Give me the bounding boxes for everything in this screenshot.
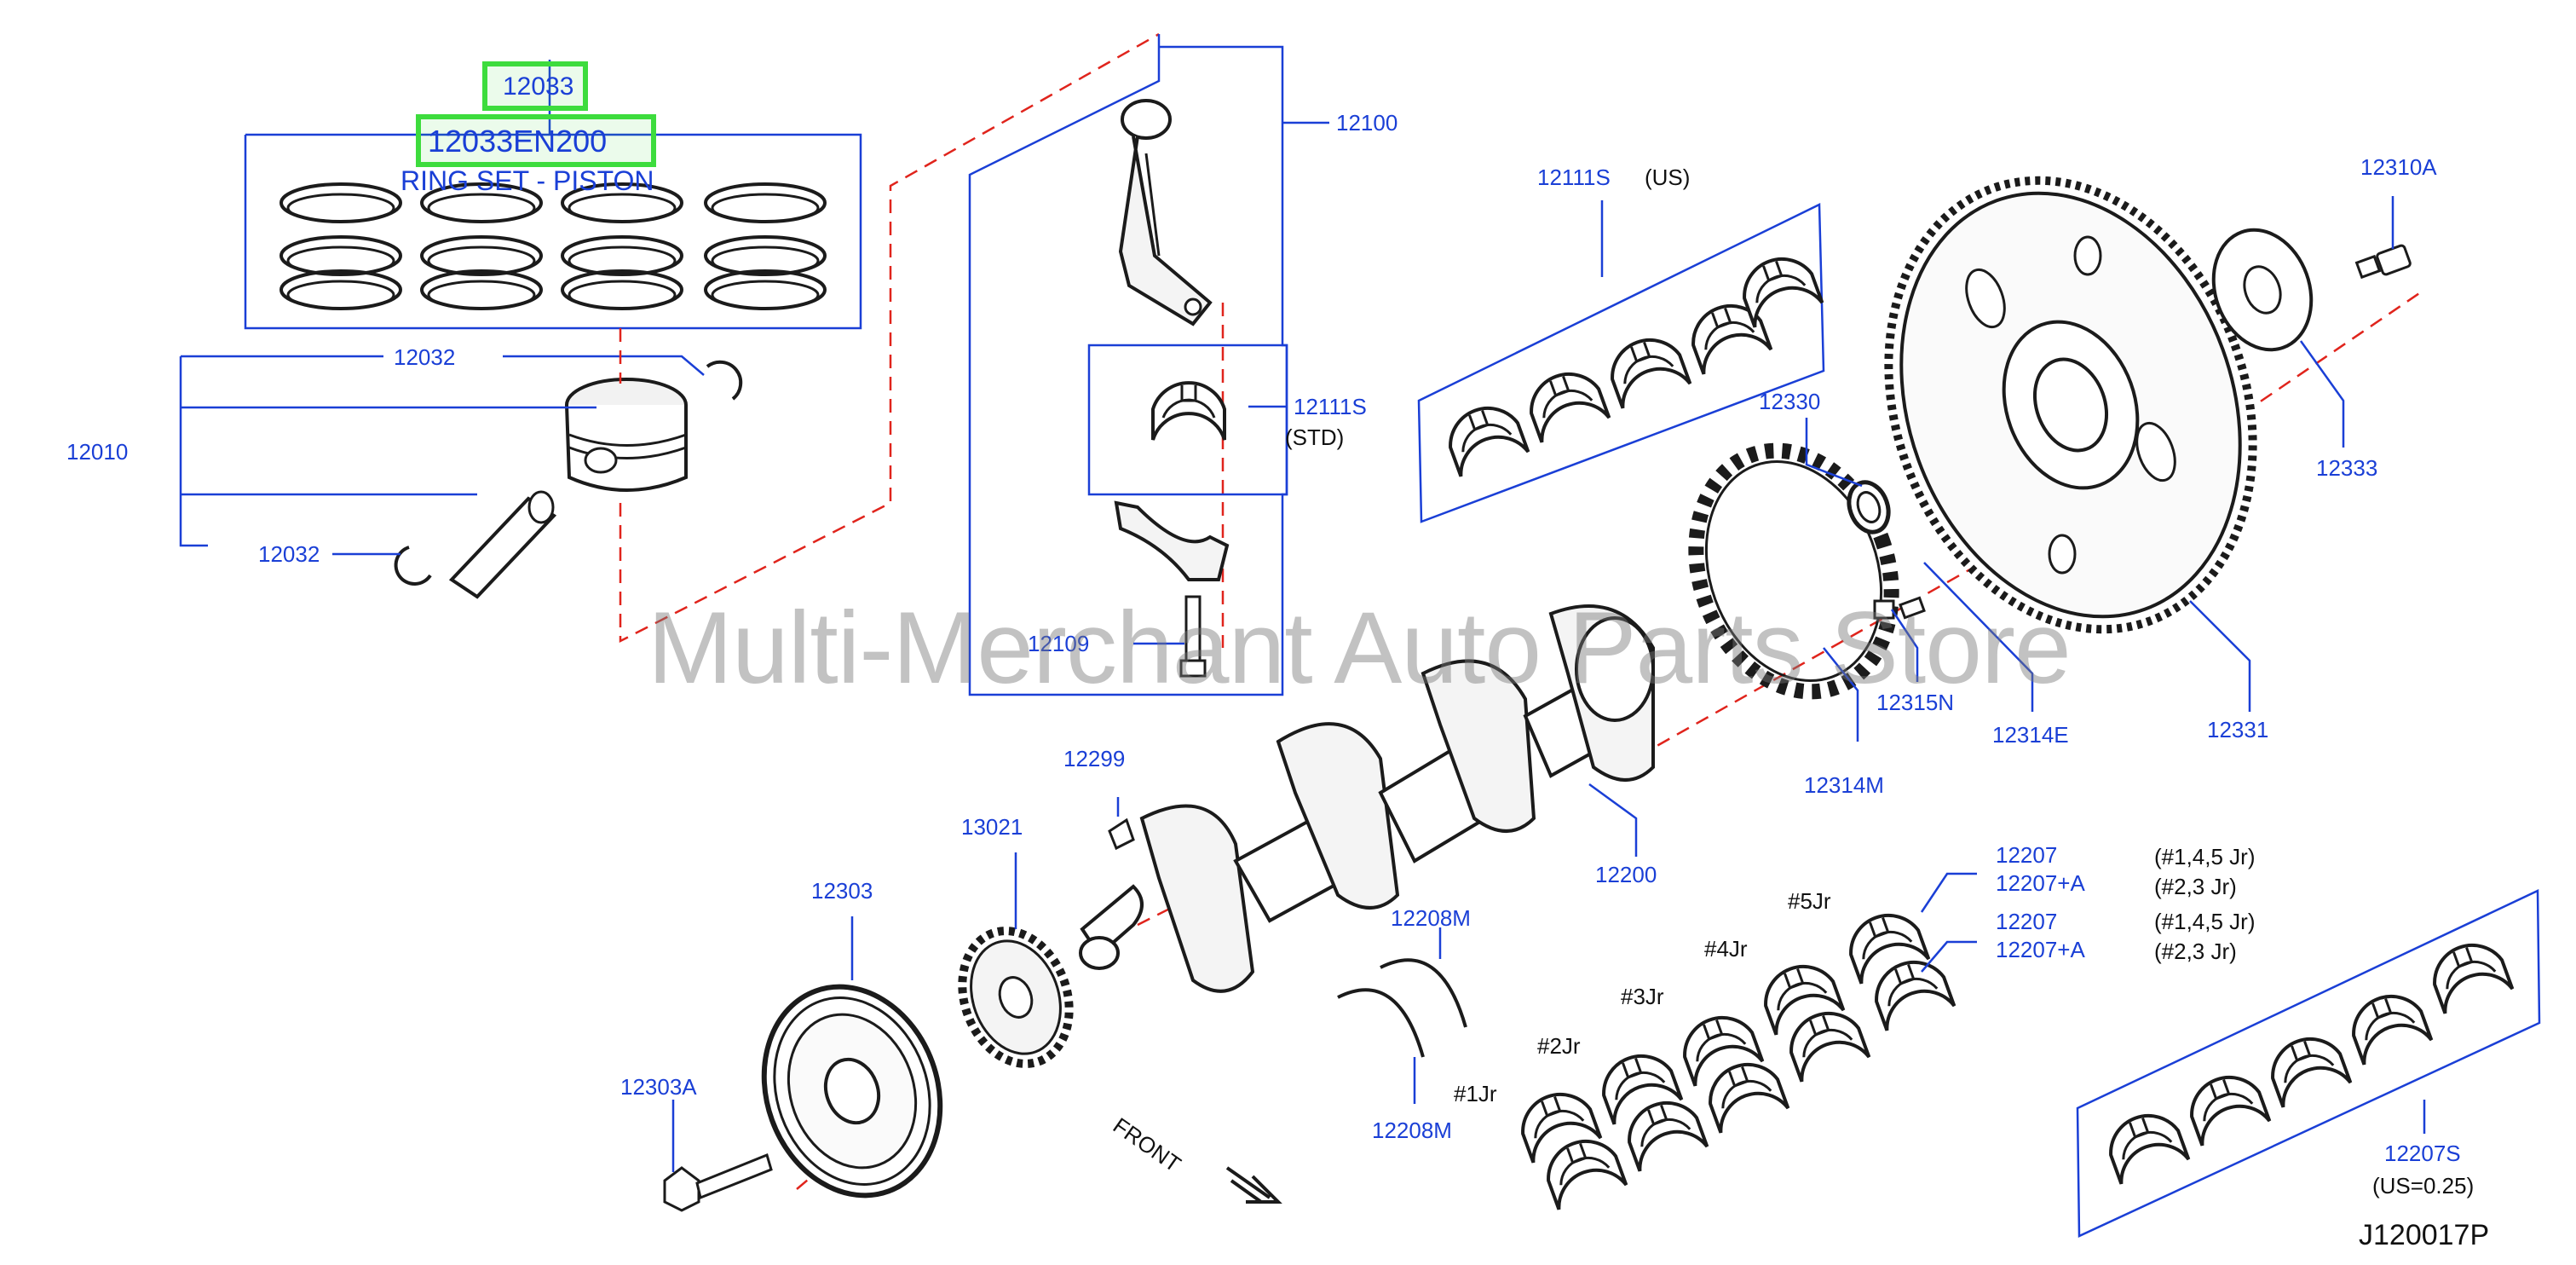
callout-12207s[interactable]: 12207S: [2384, 1141, 2461, 1166]
watermark: Multi-Merchant Auto Parts Store: [648, 591, 2072, 705]
front-arrow-icon: [1225, 1166, 1282, 1204]
callout-12330[interactable]: 12330: [1759, 389, 1821, 414]
callout-12200[interactable]: 12200: [1595, 862, 1657, 887]
note-journal-3: #3Jr: [1621, 984, 1664, 1009]
note-journal-5: #5Jr: [1788, 888, 1831, 914]
callout-12310a[interactable]: 12310A: [2360, 154, 2437, 180]
callout-12315n[interactable]: 12315N: [1876, 690, 1955, 715]
crankshaft[interactable]: [1079, 604, 1655, 993]
note-jr-23-a: (#2,3 Jr): [2154, 874, 2237, 899]
pulley-bolt[interactable]: [663, 1152, 773, 1212]
sku-highlight[interactable]: [416, 114, 656, 167]
part-description: RING SET - PISTON: [401, 165, 654, 196]
connecting-rod-group[interactable]: [968, 34, 1288, 696]
callout-12299[interactable]: 12299: [1063, 746, 1126, 771]
leader-lines-thrust: [1413, 927, 1442, 1104]
signal-plate[interactable]: [1663, 423, 1924, 719]
leader-lines-main: [1920, 872, 1977, 973]
diagram-code: J120017P: [2359, 1219, 2490, 1251]
callout-12207-plus-a-a[interactable]: 12207+A: [1996, 870, 2085, 896]
callout-12111s-us[interactable]: 12111S: [1537, 165, 1611, 190]
flywheel-bolt[interactable]: [2354, 244, 2412, 280]
flywheel[interactable]: [1828, 129, 2314, 681]
callout-12100[interactable]: 12100: [1336, 110, 1398, 136]
note-std: (STD): [1285, 425, 1345, 450]
callout-12314e[interactable]: 12314E: [1992, 722, 2069, 748]
callout-12314m[interactable]: 12314M: [1804, 772, 1884, 798]
dowel-pin[interactable]: [1899, 596, 1926, 620]
callout-12207-b[interactable]: 12207: [1996, 909, 2058, 934]
note-journal-1: #1Jr: [1454, 1081, 1497, 1106]
note-journal-4: #4Jr: [1704, 936, 1748, 962]
leader-lines-rear: [1588, 196, 2394, 857]
callout-12208m-bottom[interactable]: 12208M: [1372, 1118, 1452, 1143]
callout-12331[interactable]: 12331: [2207, 717, 2269, 742]
bearing-set-us025[interactable]: [2076, 889, 2541, 1238]
callout-12303a[interactable]: 12303A: [620, 1074, 697, 1100]
reinforcement-plate[interactable]: [2198, 217, 2328, 364]
callout-13021[interactable]: 13021: [961, 814, 1023, 840]
note-jr-23-b: (#2,3 Jr): [2154, 939, 2237, 964]
callout-12207-plus-a-b[interactable]: 12207+A: [1996, 937, 2085, 962]
oil-seal[interactable]: [1842, 477, 1895, 537]
callout-12303[interactable]: 12303: [811, 878, 873, 904]
bearing-set-us[interactable]: [1417, 200, 1825, 523]
callout-12032-bottom[interactable]: 12032: [258, 541, 320, 567]
leader-lines-rod: [1133, 121, 1329, 645]
callout-12010[interactable]: 12010: [66, 439, 129, 465]
part-number-highlight[interactable]: [482, 61, 588, 111]
callout-12111s-std[interactable]: 12111S: [1294, 394, 1367, 419]
thrust-washers[interactable]: [1337, 958, 1467, 1058]
bolt-12315n[interactable]: [1873, 599, 1895, 620]
note-us: (US): [1645, 165, 1691, 190]
callout-12333[interactable]: 12333: [2316, 455, 2378, 481]
callout-12207-a[interactable]: 12207: [1996, 842, 2058, 868]
note-jr-145-b: (#1,4,5 Jr): [2154, 909, 2256, 934]
woodruff-key[interactable]: [1108, 817, 1135, 851]
piston-assembly[interactable]: [394, 360, 743, 599]
part-number[interactable]: 12033: [503, 72, 574, 101]
callout-12109[interactable]: 12109: [1028, 631, 1090, 656]
callout-12208m-top[interactable]: 12208M: [1391, 905, 1471, 931]
crank-sprocket[interactable]: [944, 916, 1086, 1078]
part-sku[interactable]: 12033EN200: [428, 124, 608, 159]
callout-12032-top[interactable]: 12032: [394, 344, 456, 370]
note-jr-145-a: (#1,4,5 Jr): [2154, 844, 2256, 869]
note-journal-2: #2Jr: [1537, 1033, 1581, 1059]
leader-lines-piston: [179, 60, 705, 556]
crank-pulley[interactable]: [735, 962, 968, 1220]
note-us025: (US=0.25): [2372, 1173, 2475, 1199]
